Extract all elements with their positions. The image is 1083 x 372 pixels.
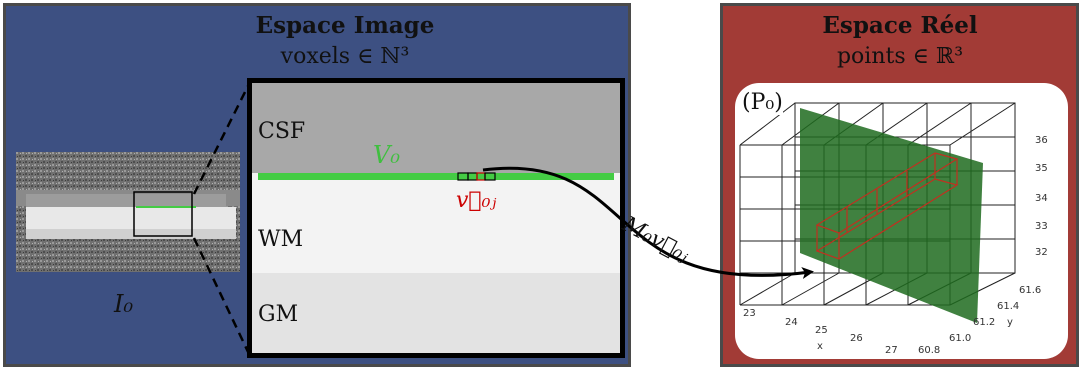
mapping-arrow [0, 0, 1083, 372]
